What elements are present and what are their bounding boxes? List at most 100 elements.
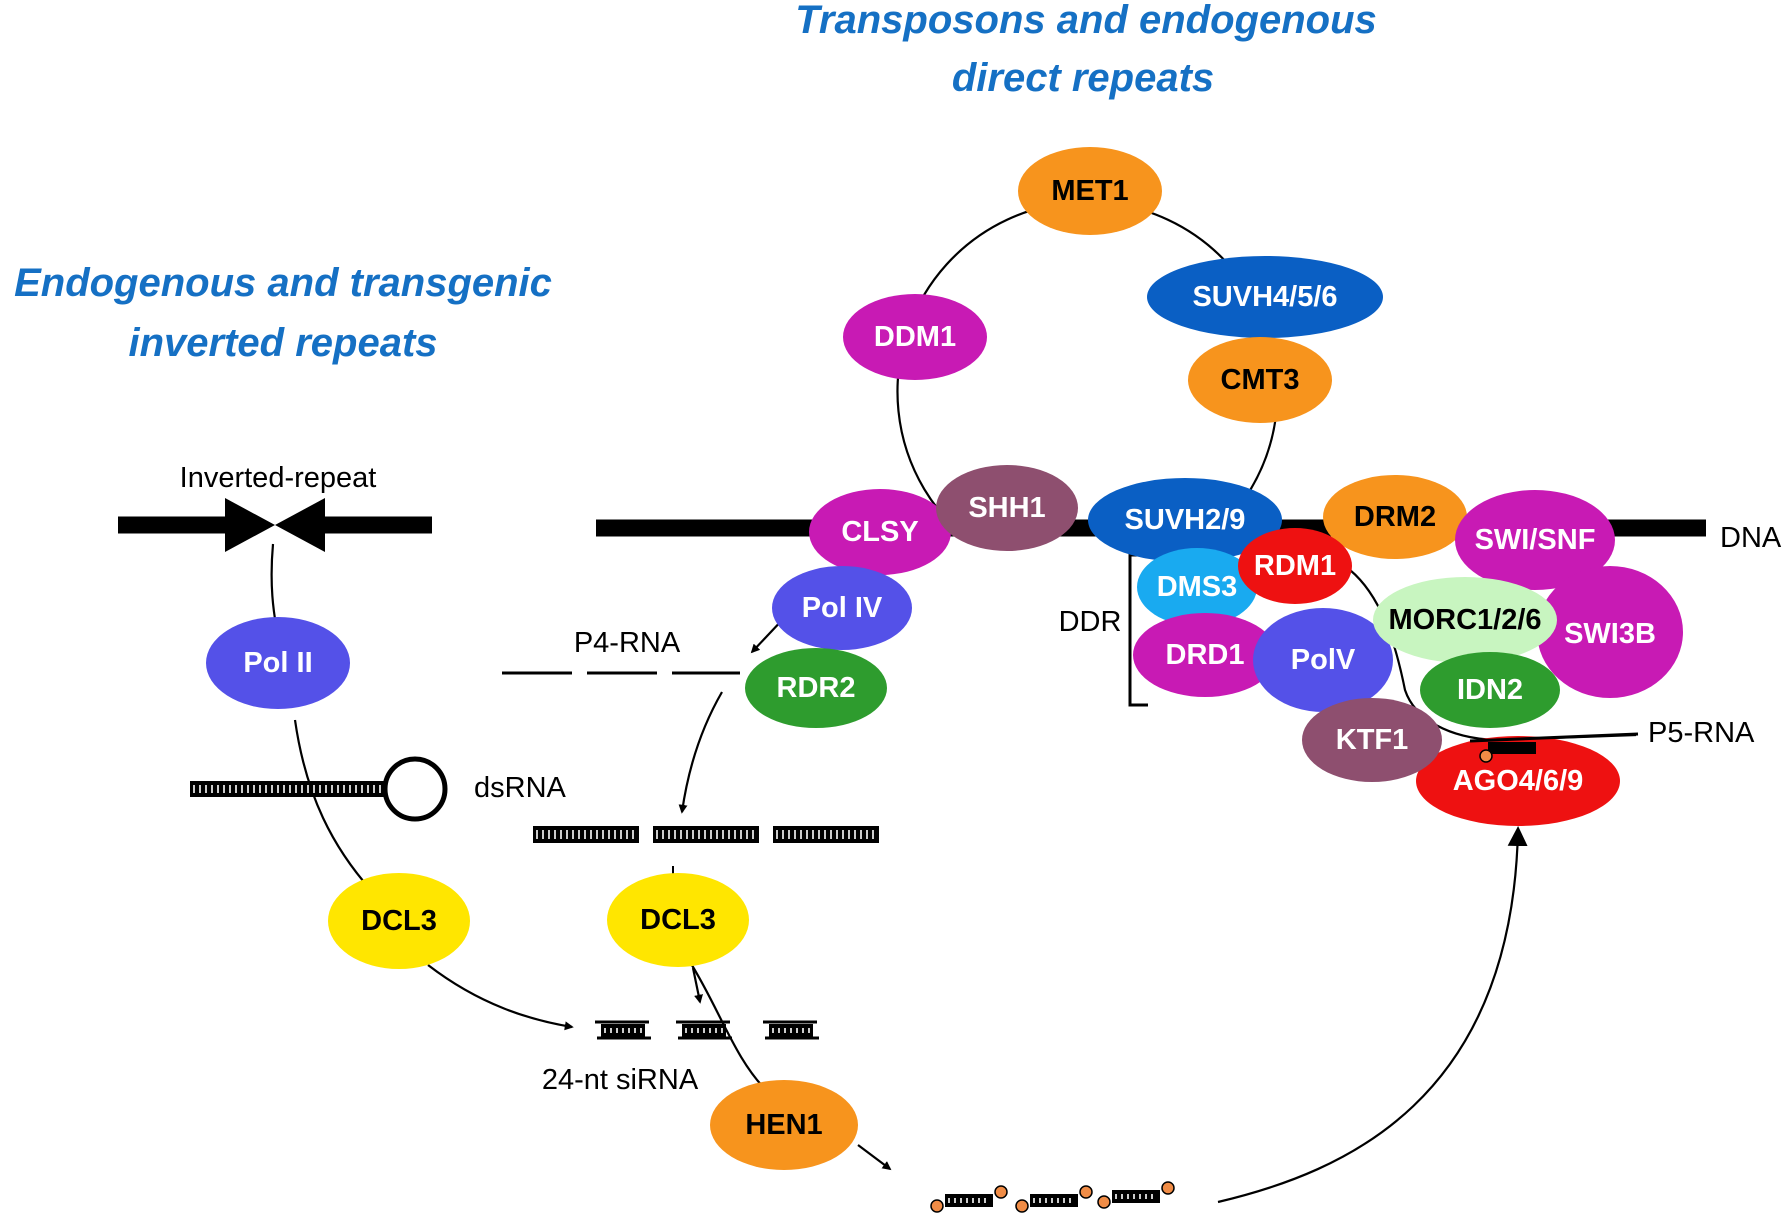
sirna-duplexes: 24-nt siRNA: [542, 1020, 819, 1096]
left-heading-line-2: inverted repeats: [128, 321, 437, 365]
node-dms3: DMS3: [1137, 548, 1257, 626]
cmt3-label: CMT3: [1221, 364, 1300, 396]
methyl-group: [930, 1199, 944, 1213]
drd1-label: DRD1: [1166, 639, 1245, 671]
methylated-sirna-duplex: [1112, 1190, 1160, 1203]
ddr-label: DDR: [1059, 606, 1122, 638]
methyl-group: [1015, 1199, 1029, 1213]
pol-ii-label: Pol II: [243, 647, 312, 679]
p4-rna: P4-RNA: [502, 627, 740, 675]
left-heading-line-1: Endogenous and transgenic: [14, 261, 552, 305]
pol-iv-ellipse: [772, 566, 912, 650]
ago-bound-sirna: [1488, 742, 1536, 754]
swi-snf-ellipse: [1455, 490, 1615, 590]
dcl3-mid-ellipse: [607, 873, 749, 967]
node-suvh29: SUVH2/9: [1088, 478, 1282, 562]
met1-ellipse: [1018, 147, 1162, 235]
dcl3-left-ellipse: [328, 873, 470, 969]
node-ago469: AGO4/6/9: [1416, 736, 1620, 826]
clsy-ellipse: [809, 489, 951, 575]
methyl-group: [1161, 1181, 1175, 1195]
dcl3-to-hen1-line: [689, 961, 769, 1093]
suvh29-ellipse: [1088, 478, 1282, 562]
p4-dsrna-duplex: [653, 826, 759, 843]
right-heading-line-1: Transposons and endogenous: [795, 0, 1377, 42]
methylated-sirna-duplex: [945, 1194, 993, 1207]
dcl3-to-sirna-arrow: [427, 964, 574, 1031]
node-rdm1: RDM1: [1238, 528, 1352, 604]
node-drd1: DRD1: [1133, 613, 1277, 697]
p4-rna-label: P4-RNA: [574, 627, 681, 659]
met1-label: MET1: [1051, 175, 1128, 207]
node-cmt3: CMT3: [1188, 337, 1332, 423]
pol-ii-ellipse: [206, 617, 350, 709]
hen1-label: HEN1: [745, 1109, 822, 1141]
node-shh1: SHH1: [936, 465, 1078, 551]
dms3-label: DMS3: [1157, 571, 1238, 603]
ago469-label: AGO4/6/9: [1453, 765, 1584, 797]
node-dcl3-mid: DCL3: [607, 873, 749, 967]
p5-rna-transcript-curve: [1349, 569, 1637, 742]
idn2-label: IDN2: [1457, 674, 1523, 706]
swi-snf-label: SWI/SNF: [1475, 524, 1596, 556]
idn2-ellipse: [1420, 652, 1560, 728]
p4-dsrna-duplex: [773, 826, 879, 843]
rdm1-label: RDM1: [1254, 550, 1336, 582]
dna-label: DNA: [1720, 522, 1782, 554]
node-pol-iv: Pol IV: [772, 566, 912, 650]
polv-ellipse: [1253, 608, 1393, 712]
methyl-group: [994, 1185, 1008, 1199]
dcl3-mid-arrow: [691, 967, 703, 1004]
dsrna-label: dsRNA: [474, 772, 567, 804]
sirna-to-ago-arrow: [1217, 826, 1528, 1204]
drm2-ellipse: [1323, 475, 1467, 559]
hen1-ellipse: [710, 1080, 858, 1170]
dms3-ellipse: [1137, 548, 1257, 626]
methylated-sirnas: [930, 1181, 1175, 1213]
node-hen1: HEN1: [710, 1080, 858, 1170]
node-suvh456: SUVH4/5/6: [1147, 256, 1383, 338]
node-drm2: DRM2: [1323, 475, 1467, 559]
dcl3-mid-label: DCL3: [640, 904, 716, 936]
node-swi3b: SWI3B: [1537, 566, 1683, 698]
dcl3-left-label: DCL3: [361, 905, 437, 937]
node-ddm1: DDM1: [843, 294, 987, 380]
p4-rna-to-dsrna-arrow: [678, 691, 723, 814]
dsrna-hairpin: dsRNA: [190, 756, 567, 822]
sirna-label: 24-nt siRNA: [542, 1064, 699, 1096]
methyl-group: [1097, 1195, 1111, 1209]
ddr-complex-bracket: DDR: [1059, 553, 1148, 707]
rdr2-ellipse: [745, 648, 887, 728]
polv-label: PolV: [1291, 644, 1356, 676]
dsrna-loop: [382, 756, 448, 822]
suvh456-label: SUVH4/5/6: [1192, 281, 1337, 313]
p5-rna-line: [1469, 732, 1639, 743]
node-rdr2: RDR2: [745, 648, 887, 728]
p5-rna-label: P5-RNA: [1648, 717, 1755, 749]
methyl-group: [1079, 1185, 1093, 1199]
morc-ellipse: [1373, 577, 1557, 663]
ddm1-ellipse: [843, 294, 987, 380]
swi3b-ellipse: [1537, 566, 1683, 698]
ago469-ellipse: [1416, 736, 1620, 826]
node-ktf1: KTF1: [1302, 698, 1442, 782]
node-pol-ii: Pol II: [206, 617, 350, 709]
clsy-label: CLSY: [841, 516, 918, 548]
p4-dsrna-duplex: [533, 826, 639, 843]
drd1-ellipse: [1133, 613, 1277, 697]
p5-rna: P5-RNA: [1469, 717, 1755, 763]
hen1-to-methylated-sirna-arrow: [857, 1144, 892, 1171]
methylated-sirna-duplex: [1030, 1194, 1078, 1207]
suvh29-label: SUVH2/9: [1125, 504, 1246, 536]
node-met1: MET1: [1018, 147, 1162, 235]
ago-bound-sirna-methyl: [1479, 749, 1493, 763]
node-morc: MORC1/2/6: [1373, 577, 1557, 663]
ktf1-label: KTF1: [1336, 724, 1409, 756]
rdm1-ellipse: [1238, 528, 1352, 604]
drm2-label: DRM2: [1354, 501, 1436, 533]
node-idn2: IDN2: [1420, 652, 1560, 728]
inverted-repeat-arrow-left: [275, 498, 325, 552]
ktf1-ellipse: [1302, 698, 1442, 782]
node-clsy: CLSY: [809, 489, 951, 575]
